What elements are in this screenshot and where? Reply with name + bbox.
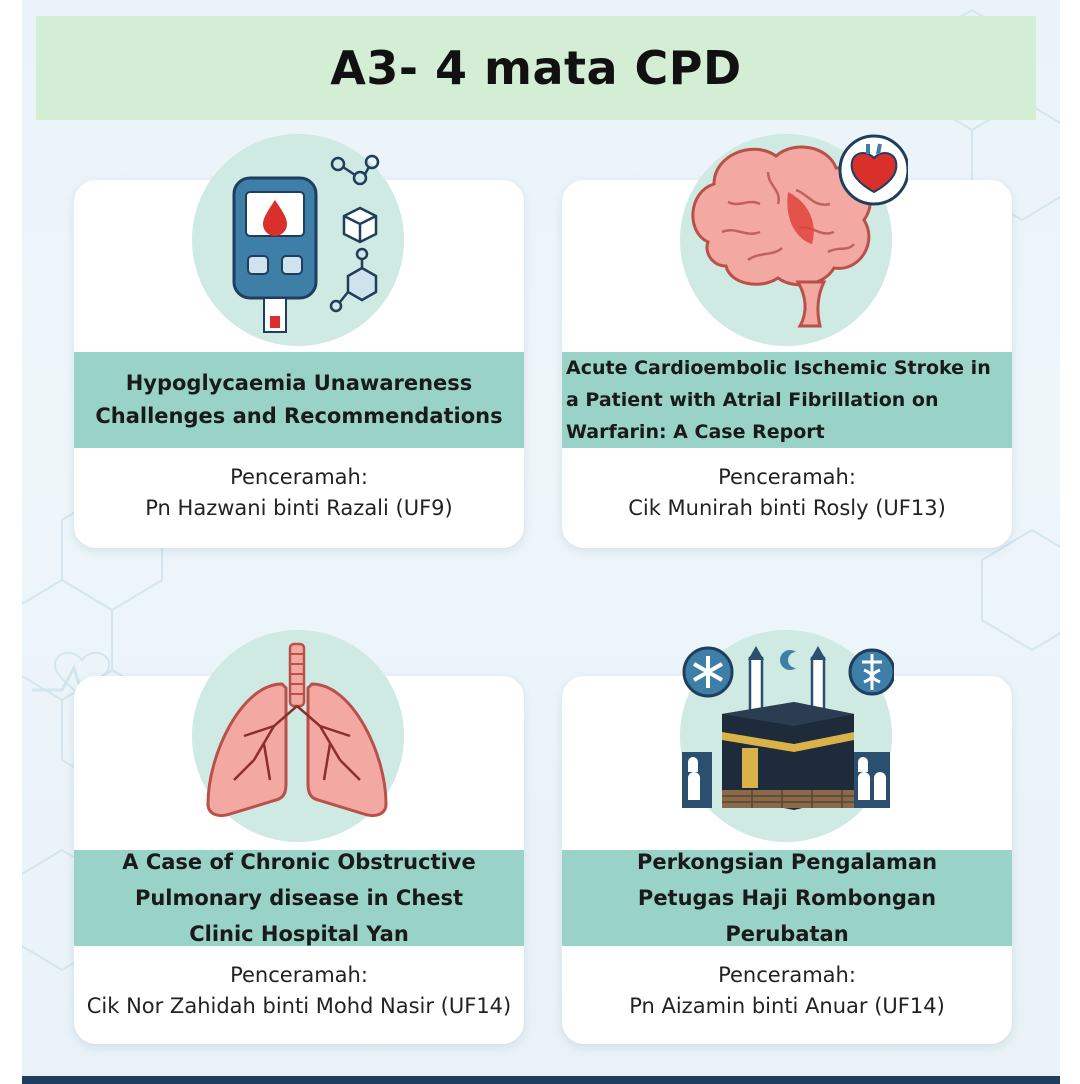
speaker-block: Penceramah: Cik Nor Zahidah binti Mohd N… (74, 960, 524, 1022)
talk-title-band: A Case of Chronic Obstructive Pulmonary … (74, 850, 524, 946)
speaker-name: Pn Hazwani binti Razali (UF9) (145, 496, 453, 520)
speaker-name: Cik Munirah binti Rosly (UF13) (628, 496, 946, 520)
talk-card-copd: A Case of Chronic Obstructive Pulmonary … (74, 676, 524, 1044)
talk-title: A Case of Chronic Obstructive Pulmonary … (122, 850, 476, 946)
talk-title-band: Hypoglycaemia Unawareness Challenges and… (74, 352, 524, 448)
brain-heart-icon (691, 134, 908, 328)
kaaba-icon (682, 646, 894, 810)
speaker-label: Penceramah: (718, 465, 856, 489)
speaker-label: Penceramah: (230, 465, 368, 489)
bottom-bar (22, 1076, 1060, 1084)
speaker-label: Penceramah: (230, 963, 368, 987)
talk-title: Perkongsian Pengalaman Petugas Haji Romb… (636, 850, 938, 946)
talk-title: Acute Cardioembolic Ischemic Stroke in a… (566, 357, 991, 443)
talk-title-band: Perkongsian Pengalaman Petugas Haji Romb… (562, 850, 1012, 946)
talk-card-hypoglycaemia: Hypoglycaemia Unawareness Challenges and… (74, 180, 524, 548)
lungs-icon (206, 642, 388, 818)
page-title: A3- 4 mata CPD (330, 41, 742, 95)
speaker-name: Pn Aizamin binti Anuar (UF14) (629, 994, 945, 1018)
speaker-label: Penceramah: (718, 963, 856, 987)
speaker-block: Penceramah: Pn Aizamin binti Anuar (UF14… (562, 960, 1012, 1022)
speaker-block: Penceramah: Cik Munirah binti Rosly (UF1… (562, 462, 1012, 524)
speaker-name: Cik Nor Zahidah binti Mohd Nasir (UF14) (86, 994, 512, 1018)
glucometer-icon (232, 154, 380, 333)
header-title-bar: A3- 4 mata CPD (36, 16, 1036, 120)
poster-panel: A3- 4 mata CPD Hypoglycaemia Unawareness… (22, 0, 1060, 1084)
speaker-block: Penceramah: Pn Hazwani binti Razali (UF9… (74, 462, 524, 524)
talk-title: Hypoglycaemia Unawareness Challenges and… (95, 371, 503, 428)
talk-title-band: Acute Cardioembolic Ischemic Stroke in a… (562, 352, 1012, 448)
